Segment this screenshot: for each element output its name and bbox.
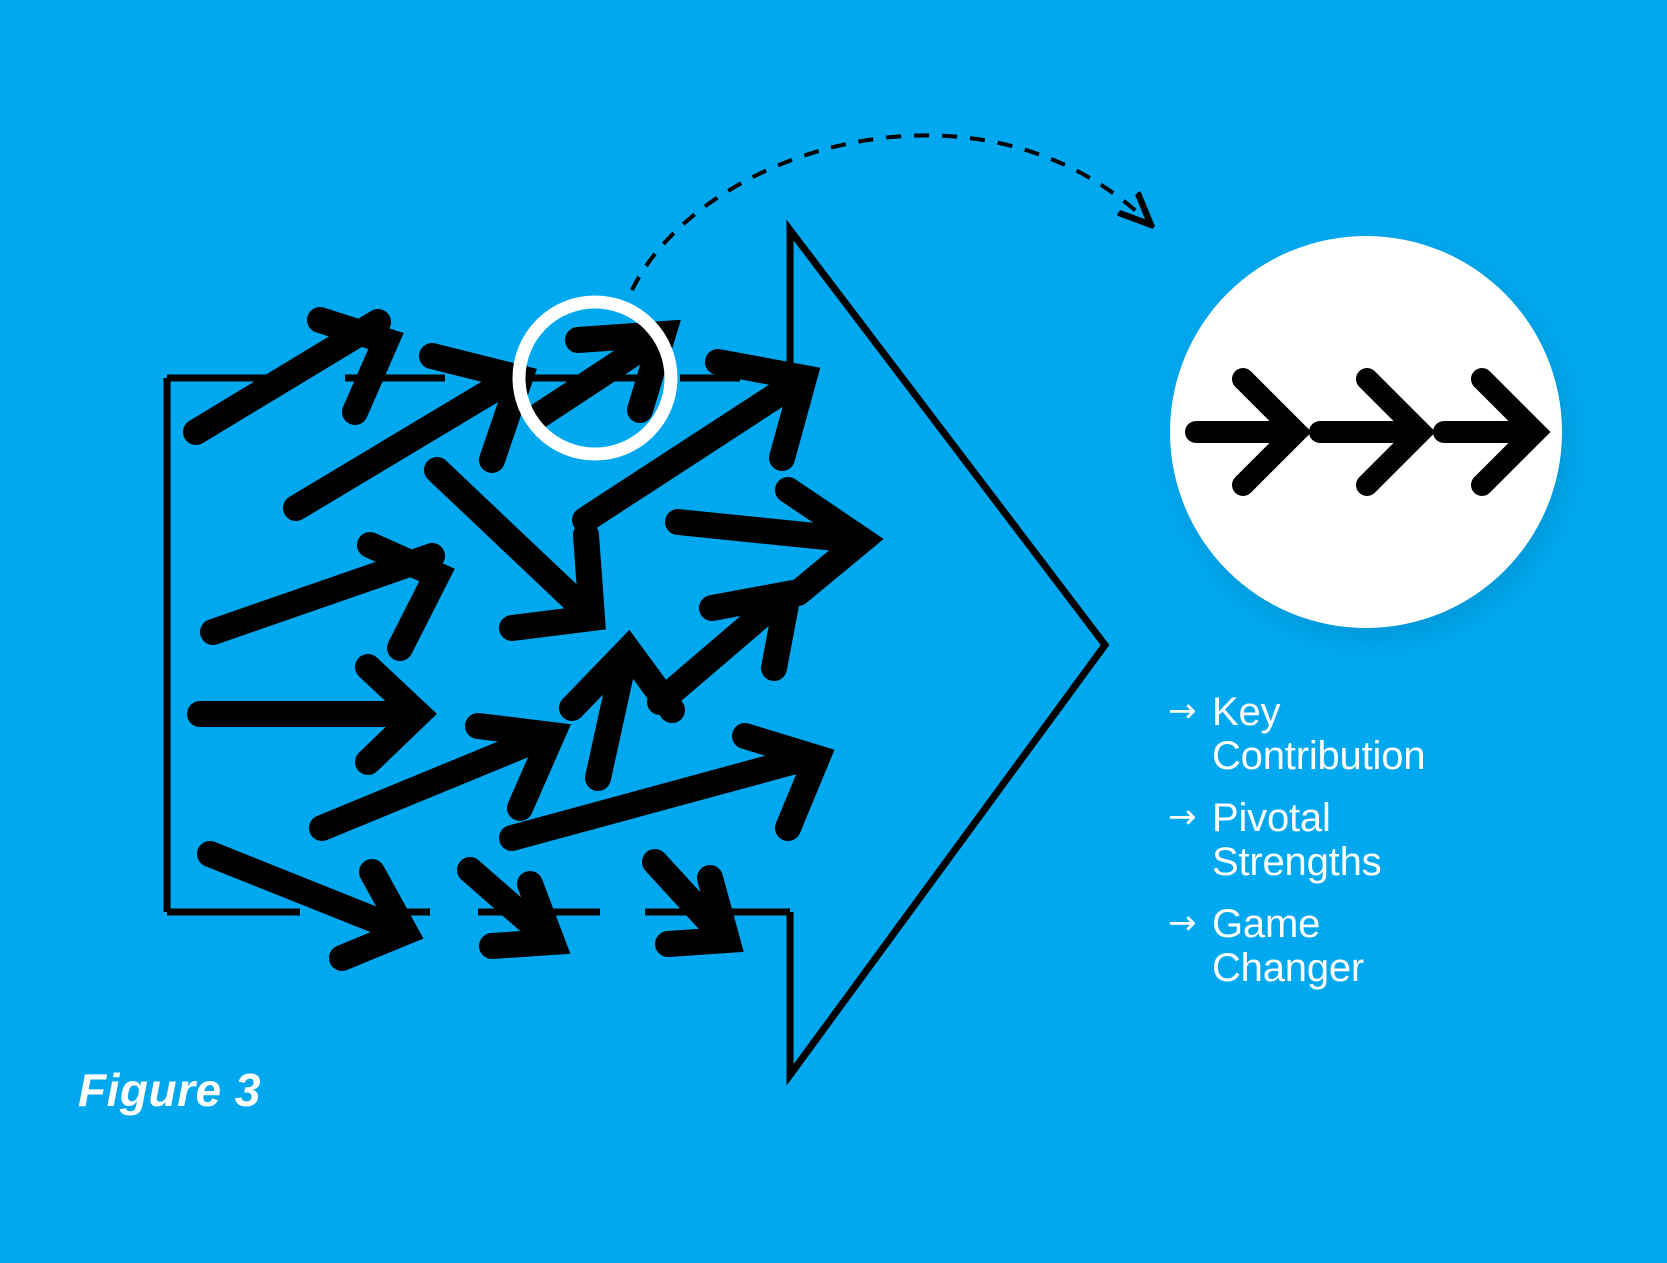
cluster-arrow-13 bbox=[197, 841, 424, 971]
cluster-arrow-4 bbox=[572, 349, 821, 533]
arrow-right-icon: → bbox=[1168, 691, 1197, 731]
cluster-arrow-14 bbox=[457, 857, 571, 959]
dashed-callout-arrow bbox=[630, 133, 1148, 291]
arrow-right-icon: → bbox=[1168, 797, 1197, 837]
legend-list: → Key Contribution → Pivotal Strengths →… bbox=[1168, 690, 1498, 1008]
list-item[interactable]: → Key Contribution bbox=[1168, 690, 1498, 778]
cluster-arrow-10 bbox=[559, 629, 685, 791]
highlight-circle bbox=[512, 295, 678, 461]
list-item[interactable]: → Pivotal Strengths bbox=[1168, 796, 1498, 884]
legend-item-label: Key Contribution bbox=[1212, 690, 1426, 778]
outcome-arrow-3 bbox=[1433, 368, 1551, 496]
cluster-arrow-12 bbox=[499, 723, 835, 851]
list-item[interactable]: → Game Changer bbox=[1168, 902, 1498, 990]
outcome-arrow-1 bbox=[1185, 368, 1312, 496]
cluster-arrow-6 bbox=[200, 532, 455, 661]
arrow-cluster bbox=[183, 307, 884, 971]
cluster-arrow-11 bbox=[309, 713, 571, 841]
cluster-arrow-7 bbox=[665, 477, 884, 606]
outcome-arrow-2 bbox=[1309, 368, 1436, 496]
cluster-arrow-5 bbox=[424, 457, 606, 641]
cluster-arrow-8 bbox=[187, 654, 437, 775]
cluster-arrow-1 bbox=[183, 307, 404, 445]
legend-item-label: Game Changer bbox=[1212, 902, 1365, 990]
cluster-arrow-9 bbox=[647, 577, 805, 715]
figure-caption: Figure 3 bbox=[78, 1064, 261, 1116]
arrow-right-icon: → bbox=[1168, 903, 1197, 943]
outcome-circle-arrows bbox=[1185, 368, 1551, 496]
cluster-arrow-15 bbox=[642, 849, 744, 957]
legend-item-label: Pivotal Strengths bbox=[1212, 796, 1382, 884]
